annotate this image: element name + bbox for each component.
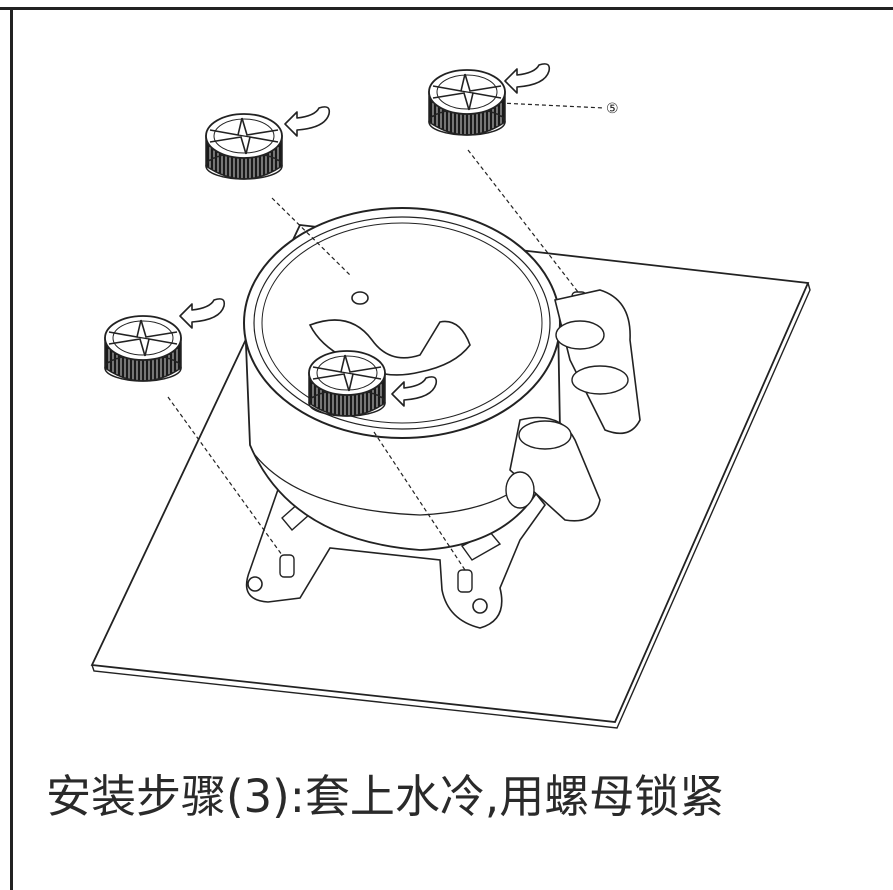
- tube-fittings: [505, 289, 641, 522]
- knurled-thumb-nut-icon: [308, 350, 386, 417]
- callout-number-label: ⑤: [606, 101, 619, 117]
- clockwise-rotate-arrow-icon: [179, 298, 226, 329]
- knurled-thumb-nut-icon: [428, 69, 506, 136]
- left-border: [10, 7, 13, 890]
- knurled-thumb-nut-icon: [205, 113, 283, 180]
- step-caption: 安装步骤(3):套上水冷,用螺母锁紧: [46, 770, 725, 823]
- knurled-thumb-nut-icon: [104, 315, 182, 382]
- guide-lines: [167, 102, 605, 571]
- clockwise-rotate-arrow-icon: [504, 63, 551, 94]
- clockwise-rotate-arrow-icon: [284, 106, 331, 137]
- top-border: [0, 7, 893, 10]
